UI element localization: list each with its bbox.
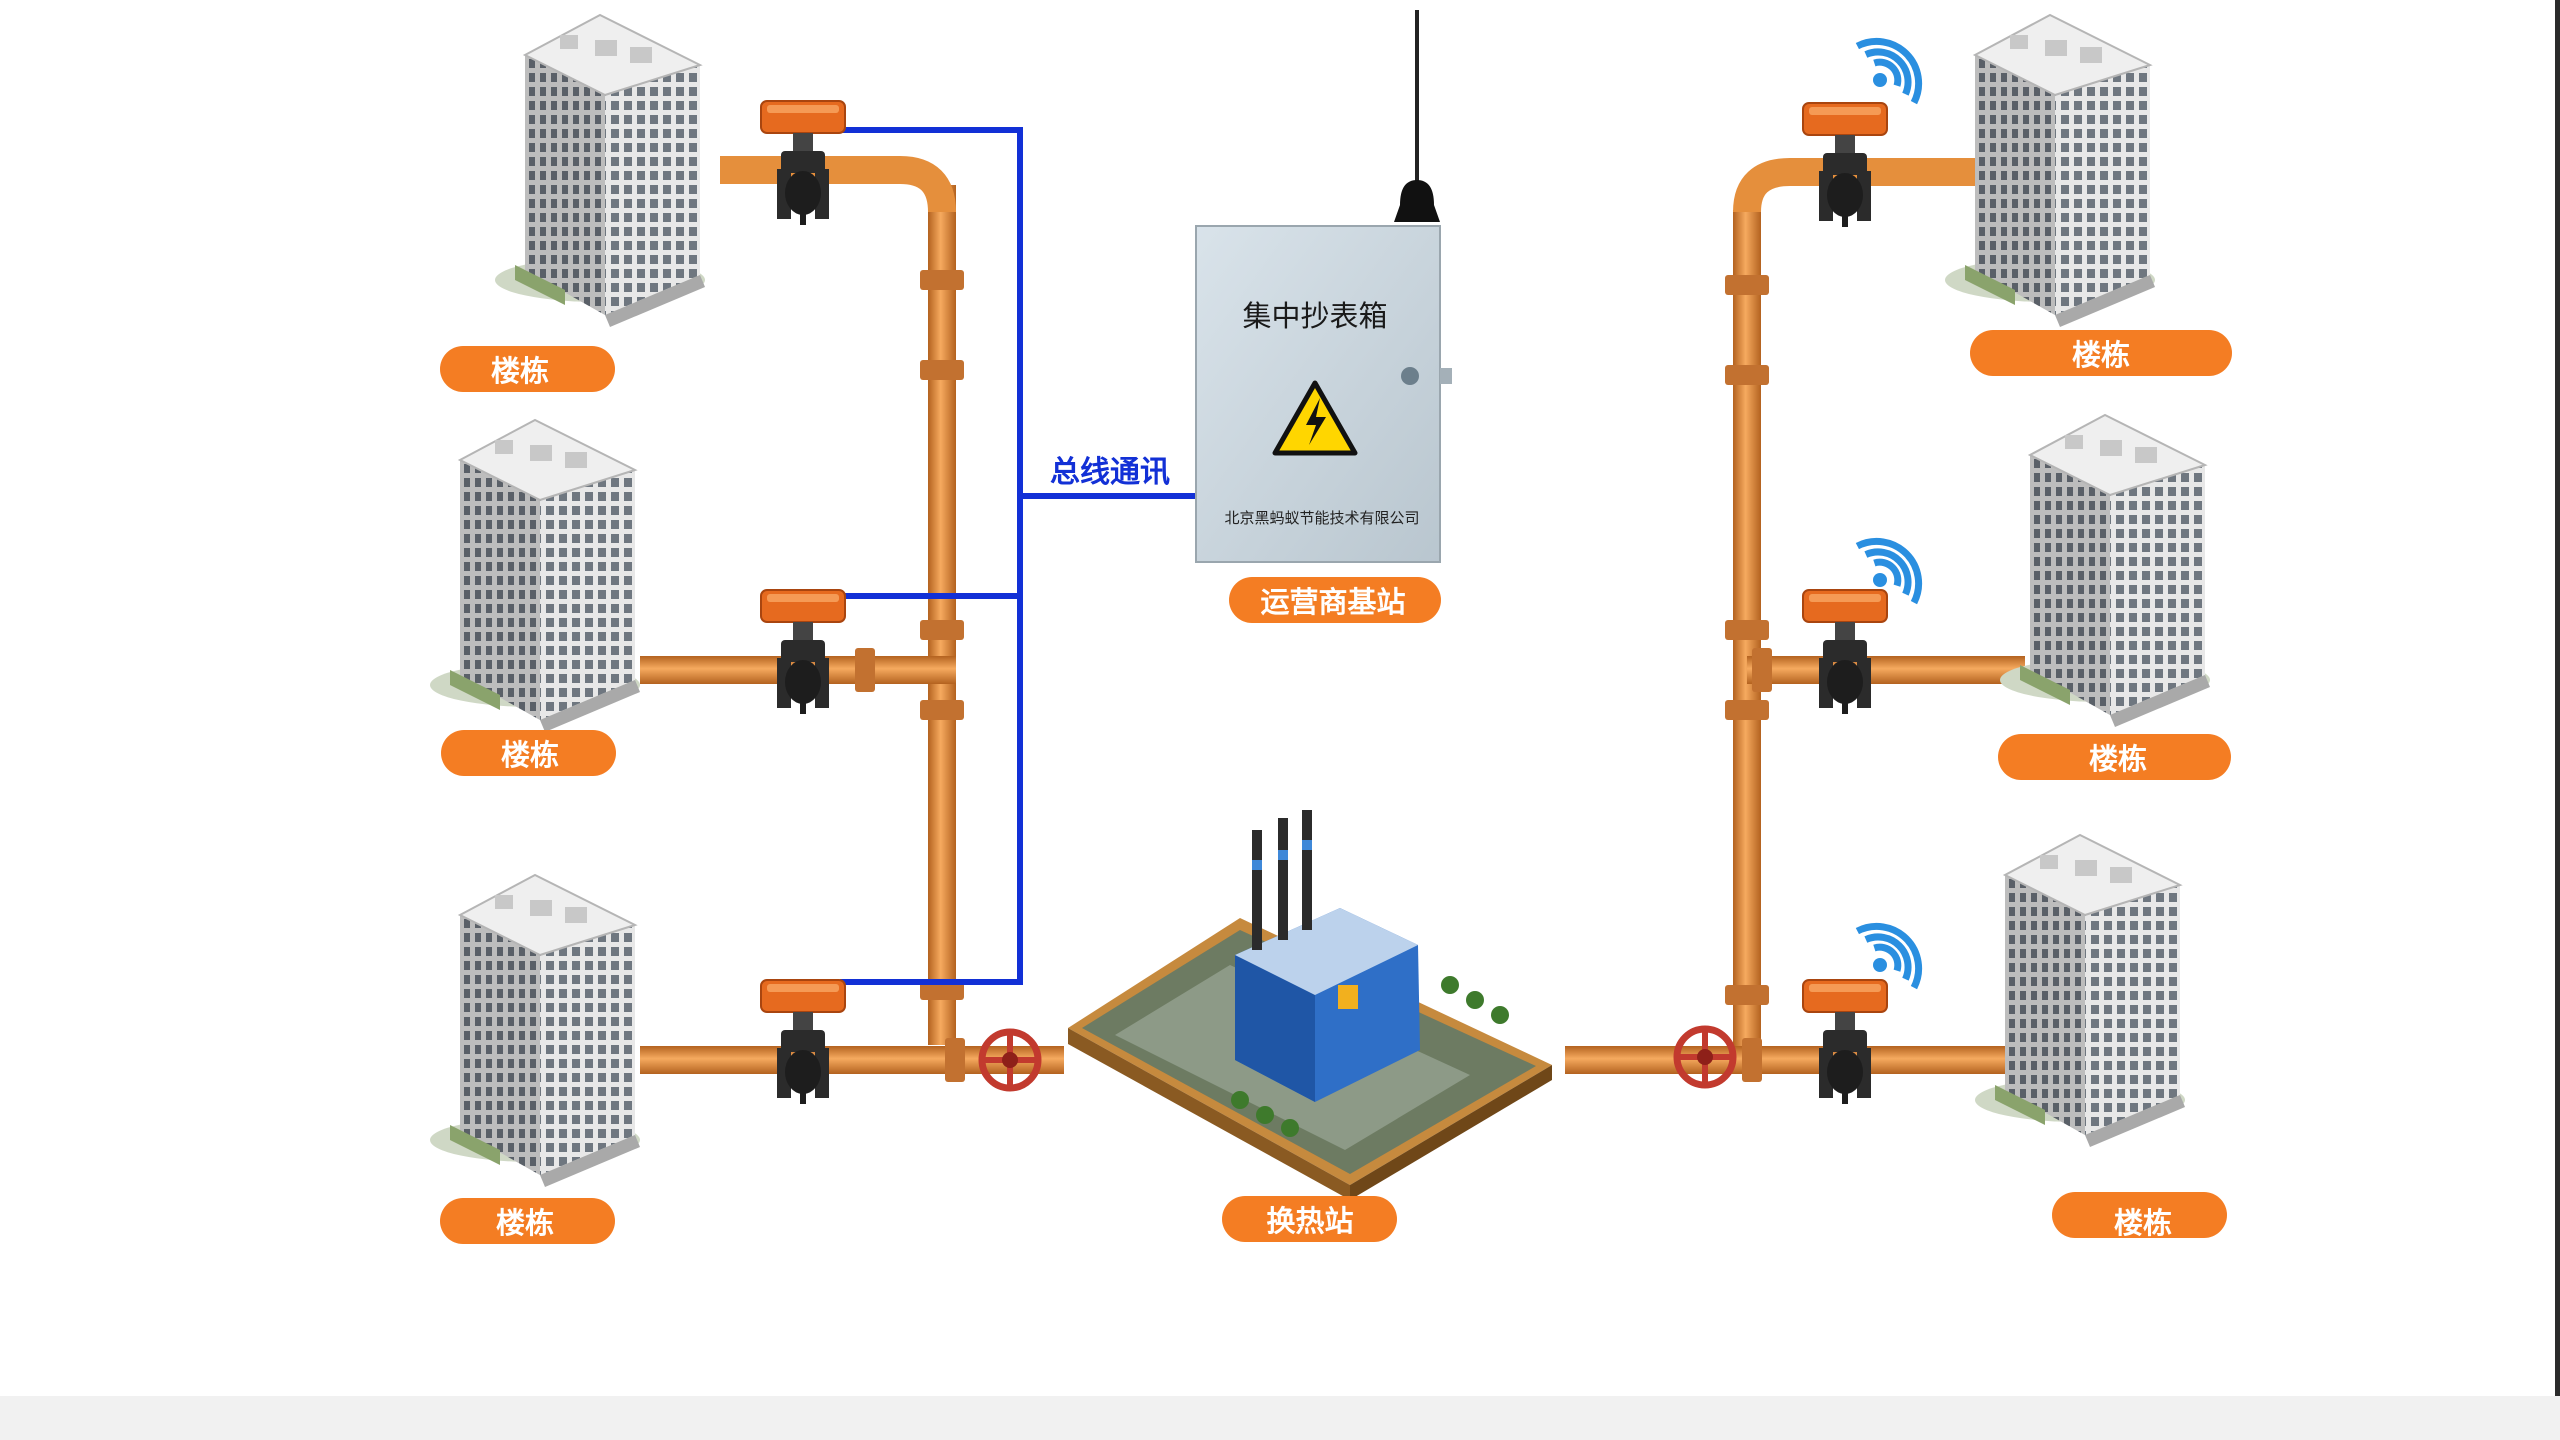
antenna-icon [1394, 10, 1440, 222]
factory-icon [1068, 810, 1552, 1200]
valve-icon [1802, 979, 1888, 1105]
valve-icon [760, 979, 846, 1105]
base-station-label: 运营商基站 [1229, 577, 1441, 623]
bottom-strip [0, 1396, 2560, 1440]
building-icon [429, 874, 641, 1188]
building-label: 楼栋 [2052, 1192, 2227, 1240]
handwheel-icon [982, 1032, 1038, 1088]
wifi-icon [1857, 25, 1934, 102]
building-icon [494, 14, 706, 328]
heat-station-label-text: 换热站 [1266, 1204, 1353, 1238]
base-station-label-text: 运营商基站 [1260, 585, 1405, 619]
building-label-text: 楼栋 [491, 354, 549, 388]
building-label: 楼栋 [1998, 734, 2231, 780]
wifi-icon [1857, 910, 1934, 987]
company-name: 北京黑蚂蚁节能技术有限公司 [1224, 509, 1419, 527]
building-label: 楼栋 [440, 346, 615, 392]
bus-lines [840, 127, 1195, 985]
left-pipe-network [640, 156, 1064, 1082]
building-icon [1999, 414, 2211, 728]
bus-comm-label: 总线通讯 [1050, 455, 1170, 490]
meter-box-title: 集中抄表箱 [1242, 299, 1387, 333]
building-label: 楼栋 [441, 730, 616, 776]
building-label-text: 楼栋 [2114, 1206, 2172, 1240]
building-label-text: 楼栋 [501, 738, 559, 772]
building-icon [1974, 834, 2186, 1148]
handwheel-icon [1677, 1029, 1733, 1085]
valve-icon [760, 589, 846, 715]
right-edge [2555, 0, 2560, 1396]
building-label-text: 楼栋 [2072, 338, 2130, 372]
building-icon [1944, 14, 2156, 328]
building-label-text: 楼栋 [2089, 742, 2147, 776]
building-icon [429, 419, 641, 733]
building-label: 楼栋 [440, 1198, 615, 1244]
heat-station-label: 换热站 [1222, 1196, 1397, 1242]
right-pipe-network [1565, 158, 2025, 1082]
valve-icon [1802, 589, 1888, 715]
warning-icon [1272, 380, 1358, 456]
building-label: 楼栋 [1970, 330, 2232, 376]
building-label-text: 楼栋 [496, 1206, 554, 1240]
